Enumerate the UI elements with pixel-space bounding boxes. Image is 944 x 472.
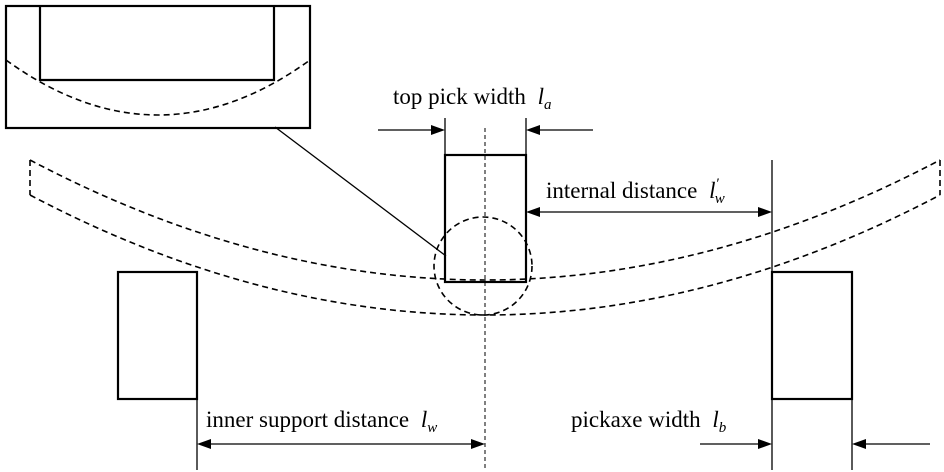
inset-leader-line xyxy=(274,126,447,257)
internal-distance-label: internal distance l′w xyxy=(546,176,725,207)
inner-support-distance-dimension xyxy=(197,439,485,449)
arrowhead xyxy=(471,439,485,449)
pickaxe-width-dimension xyxy=(700,439,930,449)
top-pick-width-dimension xyxy=(378,125,593,135)
pickaxe-width-label: pickaxe width lb xyxy=(571,407,727,436)
inset-specimen-curve xyxy=(6,59,310,116)
arrowhead xyxy=(852,439,866,449)
left-support-pick xyxy=(116,270,199,401)
specimen-top-edge xyxy=(29,159,941,281)
arrowhead xyxy=(197,439,211,449)
inset-pick-tip xyxy=(38,6,276,82)
arrowhead xyxy=(526,125,540,135)
inner-support-distance-label: inner support distance lw xyxy=(206,407,437,436)
inset-frame xyxy=(4,4,312,130)
top-pick-width-label: top pick width la xyxy=(393,84,552,113)
arrowhead xyxy=(526,207,540,217)
detail-circle xyxy=(433,216,533,316)
arrowhead xyxy=(758,207,772,217)
arrowhead xyxy=(431,125,445,135)
arrowhead xyxy=(758,439,772,449)
magnified-inset xyxy=(4,4,312,130)
internal-distance-dimension xyxy=(526,207,772,217)
right-support-pick xyxy=(770,270,854,401)
